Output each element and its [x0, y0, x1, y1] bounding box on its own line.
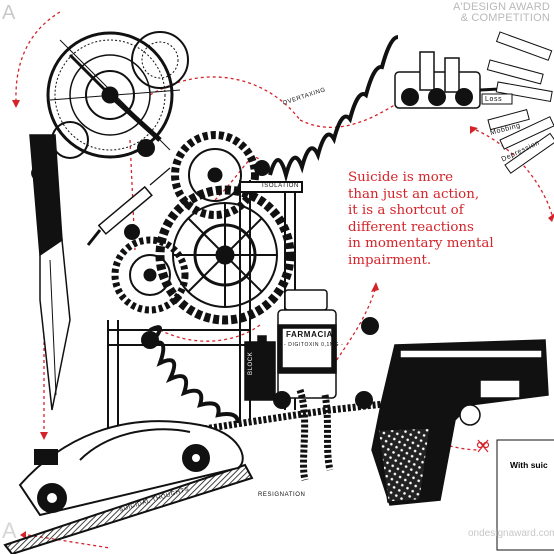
brand-logo-mark: A	[2, 2, 16, 24]
label-battery: BLOCK	[248, 351, 254, 375]
quote-line: it is a shortcut of	[348, 203, 464, 218]
pill-bottle	[277, 289, 337, 399]
info-panel	[496, 439, 554, 551]
panel-caption: With suic	[510, 460, 548, 470]
clock-mechanism	[46, 31, 189, 159]
arrow-heads	[12, 100, 554, 539]
label-suicidal-decision: SUICIDAL DECISION	[466, 353, 535, 359]
scissors-mark	[476, 439, 490, 453]
award-line-2: & COMPETITION	[460, 12, 550, 24]
car-ramp	[3, 420, 254, 554]
quote-block: Suicide is more than just an action, it …	[348, 170, 548, 269]
label-resignation: RESIGNATION	[258, 492, 306, 498]
label-slips	[481, 31, 554, 174]
gear-cluster	[111, 131, 295, 325]
label-loss: Loss	[485, 96, 503, 103]
quote-line: than just an action,	[348, 186, 480, 202]
award-line-1: A'DESIGN AWARD	[453, 1, 550, 13]
spring-bottom	[148, 325, 240, 424]
black-dots	[124, 88, 473, 409]
pistol	[371, 339, 549, 506]
quote-line: Suicide is more	[348, 170, 454, 185]
quote-line: in momentary mental	[348, 236, 494, 251]
label-pharmacy-sub: - DIGITOXIN 0,1MG -	[284, 342, 344, 348]
brand-logo-mark-bottom: A	[2, 518, 17, 543]
battery	[244, 335, 276, 401]
spring-top	[268, 35, 399, 183]
quote-line: different reactions	[348, 219, 474, 235]
label-isolation: ISOLATION	[262, 183, 299, 189]
quote-line: impairment.	[348, 252, 432, 268]
knife	[29, 134, 71, 411]
watermark: ondesignaward.com	[468, 528, 554, 539]
syringe	[86, 167, 171, 246]
award-title: A'DESIGN AWARD & COMPETITION	[453, 2, 550, 24]
label-pharmacy: FARMACIA	[286, 330, 334, 339]
